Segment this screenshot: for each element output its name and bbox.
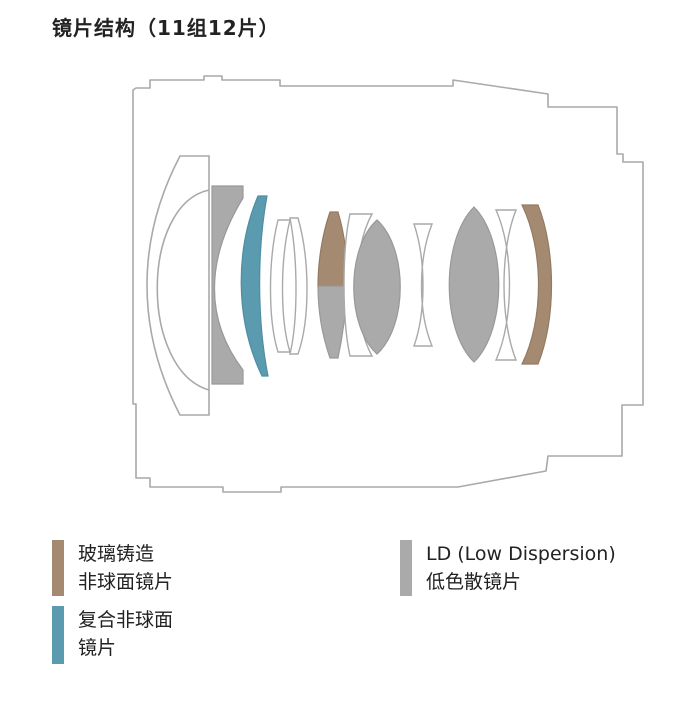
lens-element-11-ld [448,206,500,363]
lens-element-3-hybrid-aspherical [240,195,269,377]
lens-element-12 [494,209,518,361]
legend-label-line2: 镜片 [78,637,117,659]
legend-swatch-gray [400,540,412,596]
lens-element-10 [413,223,434,347]
lens-barrel-outline [132,75,644,493]
lens-element-4 [269,219,291,353]
lens-element-1-inner-surface [156,189,210,391]
page-title: 镜片结构（11组12片） [52,16,280,40]
legend-swatch-brown [52,540,64,596]
legend-label-line1: 复合非球面 [78,609,174,631]
lens-element-2-ld [211,185,244,385]
lens-element-5 [289,217,308,355]
legend-label-line1: LD (Low Dispersion) [426,543,616,565]
lens-element-6-glass-molded-aspherical [317,211,348,287]
legend-label-line2: 非球面镜片 [78,571,174,593]
lens-element-13-glass-molded-aspherical [521,204,553,365]
legend-item-glass-molded-aspherical: 玻璃铸造 非球面镜片 [52,540,173,596]
legend-swatch-blue [52,606,64,664]
legend-item-ld-low-dispersion: LD (Low Dispersion) 低色散镜片 [400,540,616,596]
legend-label-line2: 低色散镜片 [426,571,522,593]
lens-element-7-ld [317,285,348,359]
lens-element-1 [146,155,210,416]
lens-element-9-ld [353,219,401,355]
legend-label-line1: 玻璃铸造 [78,543,155,565]
legend-item-hybrid-aspherical: 复合非球面 镜片 [52,606,173,664]
